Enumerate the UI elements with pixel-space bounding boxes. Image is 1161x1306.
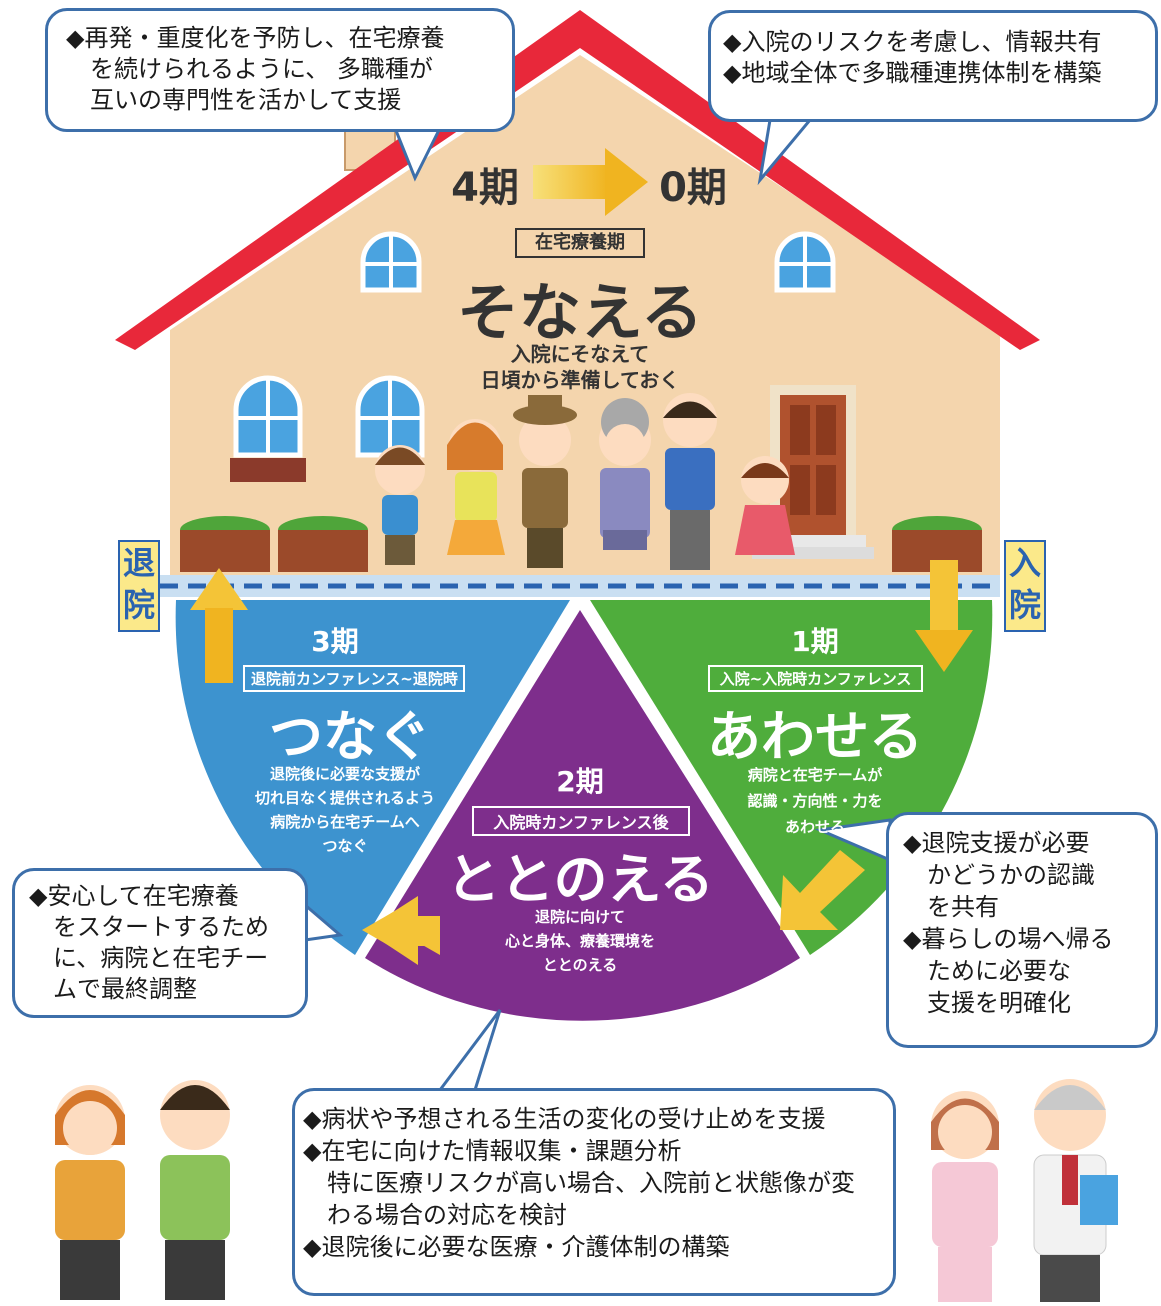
admission-char-1: 入 xyxy=(1008,544,1041,582)
bubble-line: ◆入院のリスクを考慮し、情報共有 xyxy=(723,28,1102,56)
medical-staff-illustration xyxy=(931,1079,1118,1302)
phase3-title: つなぐ xyxy=(269,705,431,768)
arrow-phase2-to-3-icon xyxy=(362,896,440,965)
phase2-wedge xyxy=(365,610,800,1021)
bubble-top-right: ◆入院のリスクを考慮し、情報共有 ◆地域全体で多職種連携体制を構築 xyxy=(708,10,1158,122)
phase1-number: 1期 xyxy=(791,625,839,658)
phase2-tag: 入院時カンファレンス後 xyxy=(472,806,690,836)
bubble-line: ◆地域全体で多職種連携体制を構築 xyxy=(723,59,1102,87)
phase2-desc: 退院に向けて 心と身体、療養環境を ととのえる xyxy=(480,905,680,977)
planter-left xyxy=(180,516,270,572)
window-lower-mid xyxy=(355,375,425,458)
care-staff-illustration xyxy=(55,1080,230,1300)
bubble-bottom: ◆病状や予想される生活の変化の受け止めを支援 ◆在宅に向けた情報収集・課題分析 … xyxy=(292,1088,896,1296)
stage-desc-line2: 日頃から準備しておく xyxy=(480,368,680,392)
arrow-4-to-0-icon xyxy=(533,148,648,216)
phase2-desc-line: 心と身体、療養環境を xyxy=(504,932,655,950)
phase3-desc-line: 病院から在宅チームへ xyxy=(270,813,420,831)
bubble-line: 特に医療リスクが高い場合、入院前と状態像が変 xyxy=(327,1169,855,1197)
bubble-tails xyxy=(303,118,892,1092)
bubble-line: ◆退院後に必要な医療・介護体制の構築 xyxy=(303,1233,730,1261)
phase2-number: 2期 xyxy=(556,765,604,798)
bubble-line: ムで最終調整 xyxy=(53,975,197,1003)
phase3-tag: 退院前カンファレンス~退院時 xyxy=(243,665,465,692)
bubble-left: ◆安心して在宅療養 をスタートするため に、病院と在宅チー ムで最終調整 xyxy=(12,868,308,1018)
bubble-line: を共有 xyxy=(927,893,999,921)
phase3-number: 3期 xyxy=(311,625,359,658)
bubble-line: ◆安心して在宅療養 xyxy=(29,882,239,910)
discharge-char-2: 院 xyxy=(122,586,155,624)
arrow-phase1-to-2-icon xyxy=(780,850,865,930)
phase2-desc-line: 退院に向けて xyxy=(534,908,625,926)
bubble-top-left: ◆再発・重度化を予防し、在宅療養 を続けられるように、 多職種が 互いの専門性を… xyxy=(45,8,515,132)
discharge-char-1: 退 xyxy=(122,544,155,582)
bubble-right: ◆退院支援が必要 かどうかの認識 を共有 ◆暮らしの場へ帰る ために必要な 支援… xyxy=(886,812,1158,1048)
arrow-down-admission-icon xyxy=(915,560,973,672)
bubble-line: わる場合の対応を検討 xyxy=(327,1201,567,1229)
phase3-desc: 退院後に必要な支援が 切れ目なく提供されるよう 病院から在宅チームへ つなぐ xyxy=(220,762,470,858)
admission-label: 入 院 xyxy=(1004,540,1046,632)
phase3-desc-line: 退院後に必要な支援が xyxy=(269,765,420,783)
planter-right xyxy=(892,516,982,572)
window-lower-left xyxy=(230,375,306,482)
bubble-line: ◆暮らしの場へ帰る xyxy=(903,925,1114,953)
phase1-desc: 病院と在宅チームが 認識・方向性・力を あわせる xyxy=(715,762,915,840)
cycle-to-label: 0期 xyxy=(659,165,727,211)
stage-tag: 在宅療養期 xyxy=(515,228,645,258)
phase1-title: あわせる xyxy=(707,705,923,768)
bubble-line: 支援を明確化 xyxy=(927,989,1071,1017)
cycle-from-label: 4期 xyxy=(451,165,519,211)
bubble-line: かどうかの認識 xyxy=(927,861,1095,889)
phase1-desc-line: あわせる xyxy=(784,818,845,836)
bubble-line: を続けられるように、 多職種が xyxy=(90,55,433,83)
phase2-desc-line: ととのえる xyxy=(542,956,618,974)
family-illustration xyxy=(375,393,795,570)
phase1-desc-line: 認識・方向性・力を xyxy=(747,792,883,810)
bubble-line: ◆再発・重度化を予防し、在宅療養 xyxy=(66,24,445,52)
phase1-desc-line: 病院と在宅チームが xyxy=(747,766,883,784)
arrow-up-discharge-icon xyxy=(190,568,248,683)
discharge-label: 退 院 xyxy=(118,540,160,632)
window-upper-right xyxy=(774,231,836,293)
phase2-title: ととのえる xyxy=(446,848,714,911)
planter-mid xyxy=(278,516,368,572)
stage-desc-line1: 入院にそなえて xyxy=(510,342,650,366)
window-upper-left xyxy=(360,231,422,293)
phase3-wedge xyxy=(175,600,570,955)
bubble-line: 互いの専門性を活かして支援 xyxy=(90,86,402,114)
bubble-line: ◆在宅に向けた情報収集・課題分析 xyxy=(303,1137,682,1165)
bubble-line: ◆病状や予想される生活の変化の受け止めを支援 xyxy=(303,1105,826,1133)
admission-char-2: 院 xyxy=(1008,586,1041,624)
phase3-desc-line: 切れ目なく提供されるよう xyxy=(254,789,435,807)
bubble-line: ◆退院支援が必要 xyxy=(903,829,1090,857)
bubble-line: ために必要な xyxy=(927,957,1071,985)
bubble-line: をスタートするため xyxy=(53,913,269,941)
bubble-line: に、病院と在宅チー xyxy=(53,944,269,972)
phase1-tag: 入院~入院時カンファレンス xyxy=(708,665,923,692)
phase3-desc-line: つなぐ xyxy=(322,837,368,855)
stage-title: そなえる xyxy=(456,276,704,349)
